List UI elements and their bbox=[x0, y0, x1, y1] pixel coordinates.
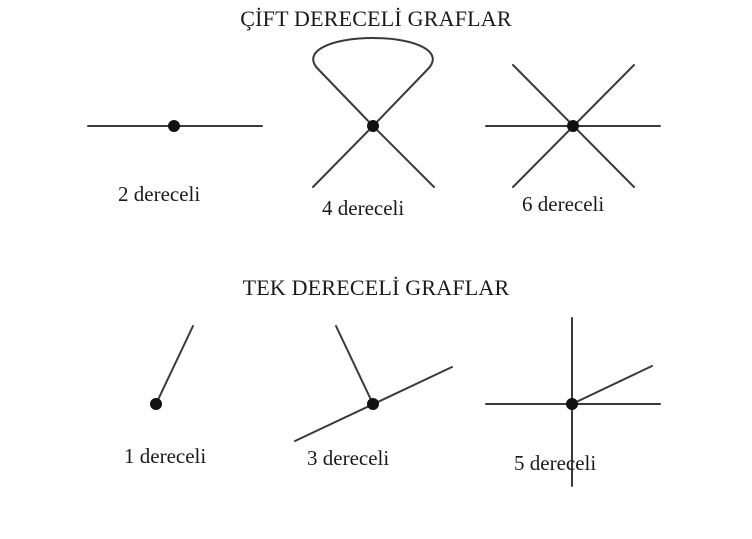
caption-degree-6: 6 dereceli bbox=[522, 192, 605, 216]
odd-degree-heading: TEK DERECELİ GRAFLAR bbox=[242, 275, 510, 300]
caption-degree-1: 1 dereceli bbox=[124, 444, 207, 468]
edge bbox=[155, 325, 194, 405]
vertex bbox=[567, 120, 579, 132]
caption-degree-5: 5 dereceli bbox=[514, 451, 597, 475]
vertex bbox=[566, 398, 578, 410]
graph-degree-4 bbox=[312, 36, 435, 188]
graph-degree-3 bbox=[294, 325, 453, 442]
edge bbox=[335, 325, 374, 405]
graph-degree-1 bbox=[150, 325, 194, 410]
graph-degree-6 bbox=[485, 64, 661, 188]
graph-degree-2 bbox=[87, 120, 263, 132]
vertex bbox=[367, 120, 379, 132]
edge bbox=[372, 125, 435, 188]
vertex bbox=[367, 398, 379, 410]
graph-degree-5 bbox=[485, 317, 661, 487]
caption-degree-2: 2 dereceli bbox=[118, 182, 201, 206]
vertex bbox=[168, 120, 180, 132]
vertex bbox=[150, 398, 162, 410]
caption-degree-3: 3 dereceli bbox=[307, 446, 390, 470]
loop-edge bbox=[312, 36, 434, 127]
edge bbox=[312, 125, 374, 188]
caption-degree-4: 4 dereceli bbox=[322, 196, 405, 220]
even-degree-heading: ÇİFT DERECELİ GRAFLAR bbox=[240, 6, 512, 31]
edge bbox=[571, 365, 653, 405]
